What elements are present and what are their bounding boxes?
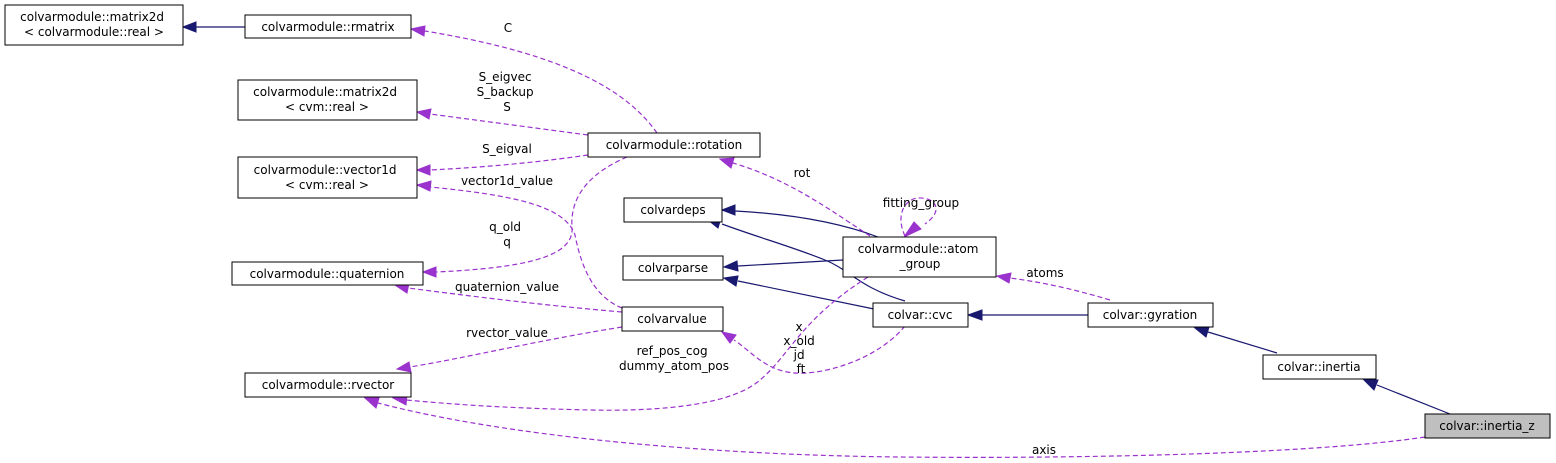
svg-text:colvarmodule::quaternion: colvarmodule::quaternion — [250, 267, 405, 281]
node-quaternion[interactable]: colvarmodule::quaternion — [231, 261, 424, 286]
edge-atom-group-to-rvector — [405, 276, 869, 411]
node-colvarvalue[interactable]: colvarvalue — [621, 306, 724, 332]
arrow-head — [363, 397, 380, 409]
arrow-head — [720, 331, 737, 344]
edge-colvarvalue-to-quaternion — [407, 287, 623, 313]
edge-cvc-to-colvarparse — [737, 280, 875, 310]
arrow-head — [722, 275, 739, 287]
edge-label-c: C — [504, 21, 512, 35]
edge-inertia-z-to-rvector — [377, 402, 1426, 458]
arrow-head — [966, 309, 983, 321]
edge-colvarvalue-to-vector1d — [429, 186, 623, 309]
edge-label-ref-pos: ref_pos_cog dummy_atom_pos — [619, 344, 729, 373]
arrow-head — [1362, 379, 1379, 391]
node-cvc[interactable]: colvar::cvc — [872, 302, 969, 328]
edge-label-rot: rot — [794, 166, 811, 180]
node-colvarparse[interactable]: colvarparse — [622, 255, 724, 281]
edge-cvc-to-colvarvalue — [733, 325, 906, 374]
node-rotation[interactable]: colvarmodule::rotation — [587, 132, 761, 158]
node-colvardeps[interactable]: colvardeps — [623, 197, 723, 223]
svg-text:colvarparse: colvarparse — [638, 261, 708, 275]
svg-text:colvarmodule::atom _grou: colvarmodule::atom _group — [858, 242, 982, 271]
node-matrix2d-real[interactable]: colvarmodule::matrix2d < colvarmodule::r… — [4, 4, 184, 46]
arrow-head — [415, 108, 432, 120]
edge-atom-group-self — [900, 197, 937, 237]
edge-label-rvector-value: rvector_value — [466, 326, 548, 340]
node-vector1d-cvm[interactable]: colvarmodule::vector1d < cvm::real > — [237, 156, 418, 199]
edge-inertia-z-to-inertia — [1376, 384, 1451, 415]
arrow-head — [415, 180, 432, 192]
arrow-head — [421, 266, 437, 278]
arrow-head — [409, 25, 426, 37]
svg-text:colvar::gyration: colvar::gyration — [1103, 308, 1198, 322]
arrow-head — [720, 204, 736, 216]
edge-rotation-to-quaternion — [435, 156, 628, 273]
edge-label-axis: axis — [1032, 443, 1056, 457]
svg-text:colvarmodule::matrix2d <: colvarmodule::matrix2d < colvarmodule::r… — [20, 10, 168, 39]
edge-rotation-to-vector1d — [429, 154, 589, 171]
svg-text:colvarmodule::rvector: colvarmodule::rvector — [262, 378, 395, 392]
edge-gyration-to-atom-group — [1009, 277, 1111, 301]
edge-label-x: x x_old jd ft — [783, 320, 818, 376]
arrow-head — [1193, 326, 1210, 338]
edge-atom-group-to-rotation — [732, 162, 871, 237]
svg-text:colvardeps: colvardeps — [640, 203, 705, 217]
edge-label-s-eigval: S_eigval — [482, 142, 532, 156]
node-rmatrix[interactable]: colvarmodule::rmatrix — [244, 14, 412, 39]
svg-text:colvarvalue: colvarvalue — [637, 312, 706, 326]
edge-inertia-to-gyration — [1207, 331, 1278, 354]
edge-cvc-to-colvardeps — [721, 223, 906, 302]
arrow-head — [722, 260, 739, 272]
edge-label-s-matrices: S_eigvec S_backup S — [477, 70, 538, 114]
svg-text:colvarmodule::rotation: colvarmodule::rotation — [606, 138, 743, 152]
edge-label-fitting-group: fitting_group — [883, 196, 959, 210]
edge-label-q: q_old q — [489, 220, 525, 249]
svg-text:colvar::inertia_z: colvar::inertia_z — [1439, 419, 1534, 433]
edge-colvarvalue-to-rvector — [409, 326, 623, 368]
node-atom-group[interactable]: colvarmodule::atom _group — [842, 236, 997, 278]
svg-text:colvarmodule::vector1d <: colvarmodule::vector1d < cvm::real > — [254, 163, 401, 192]
arrow-head — [395, 361, 412, 373]
node-inertia-z[interactable]: colvar::inertia_z — [1424, 413, 1551, 439]
svg-text:colvar::cvc: colvar::cvc — [888, 308, 953, 322]
edge-atom-group-to-colvardeps — [734, 210, 879, 238]
edge-rotation-to-matrix2d-cvm — [429, 113, 589, 136]
arrow-head — [415, 164, 431, 176]
svg-text:colvar::inertia: colvar::inertia — [1277, 360, 1360, 374]
node-matrix2d-cvm[interactable]: colvarmodule::matrix2d < cvm::real > — [237, 79, 418, 121]
edge-label-quaternion-value: quaternion_value — [455, 280, 559, 294]
svg-text:colvarmodule::rmatrix: colvarmodule::rmatrix — [261, 20, 394, 34]
arrow-head — [718, 157, 735, 169]
node-rvector[interactable]: colvarmodule::rvector — [244, 372, 412, 398]
node-inertia[interactable]: colvar::inertia — [1262, 354, 1377, 380]
arrow-head — [902, 221, 922, 239]
edge-label-atoms: atoms — [1026, 266, 1063, 280]
edge-atom-group-to-colvarparse — [737, 259, 844, 267]
arrow-head — [181, 21, 197, 33]
svg-text:colvarmodule::matrix2d <: colvarmodule::matrix2d < cvm::real > — [253, 85, 401, 114]
edge-rotation-to-rmatrix — [424, 30, 658, 134]
node-gyration[interactable]: colvar::gyration — [1087, 302, 1214, 328]
arrow-head — [995, 272, 1012, 284]
edge-label-vector1d-value: vector1d_value — [461, 174, 553, 188]
